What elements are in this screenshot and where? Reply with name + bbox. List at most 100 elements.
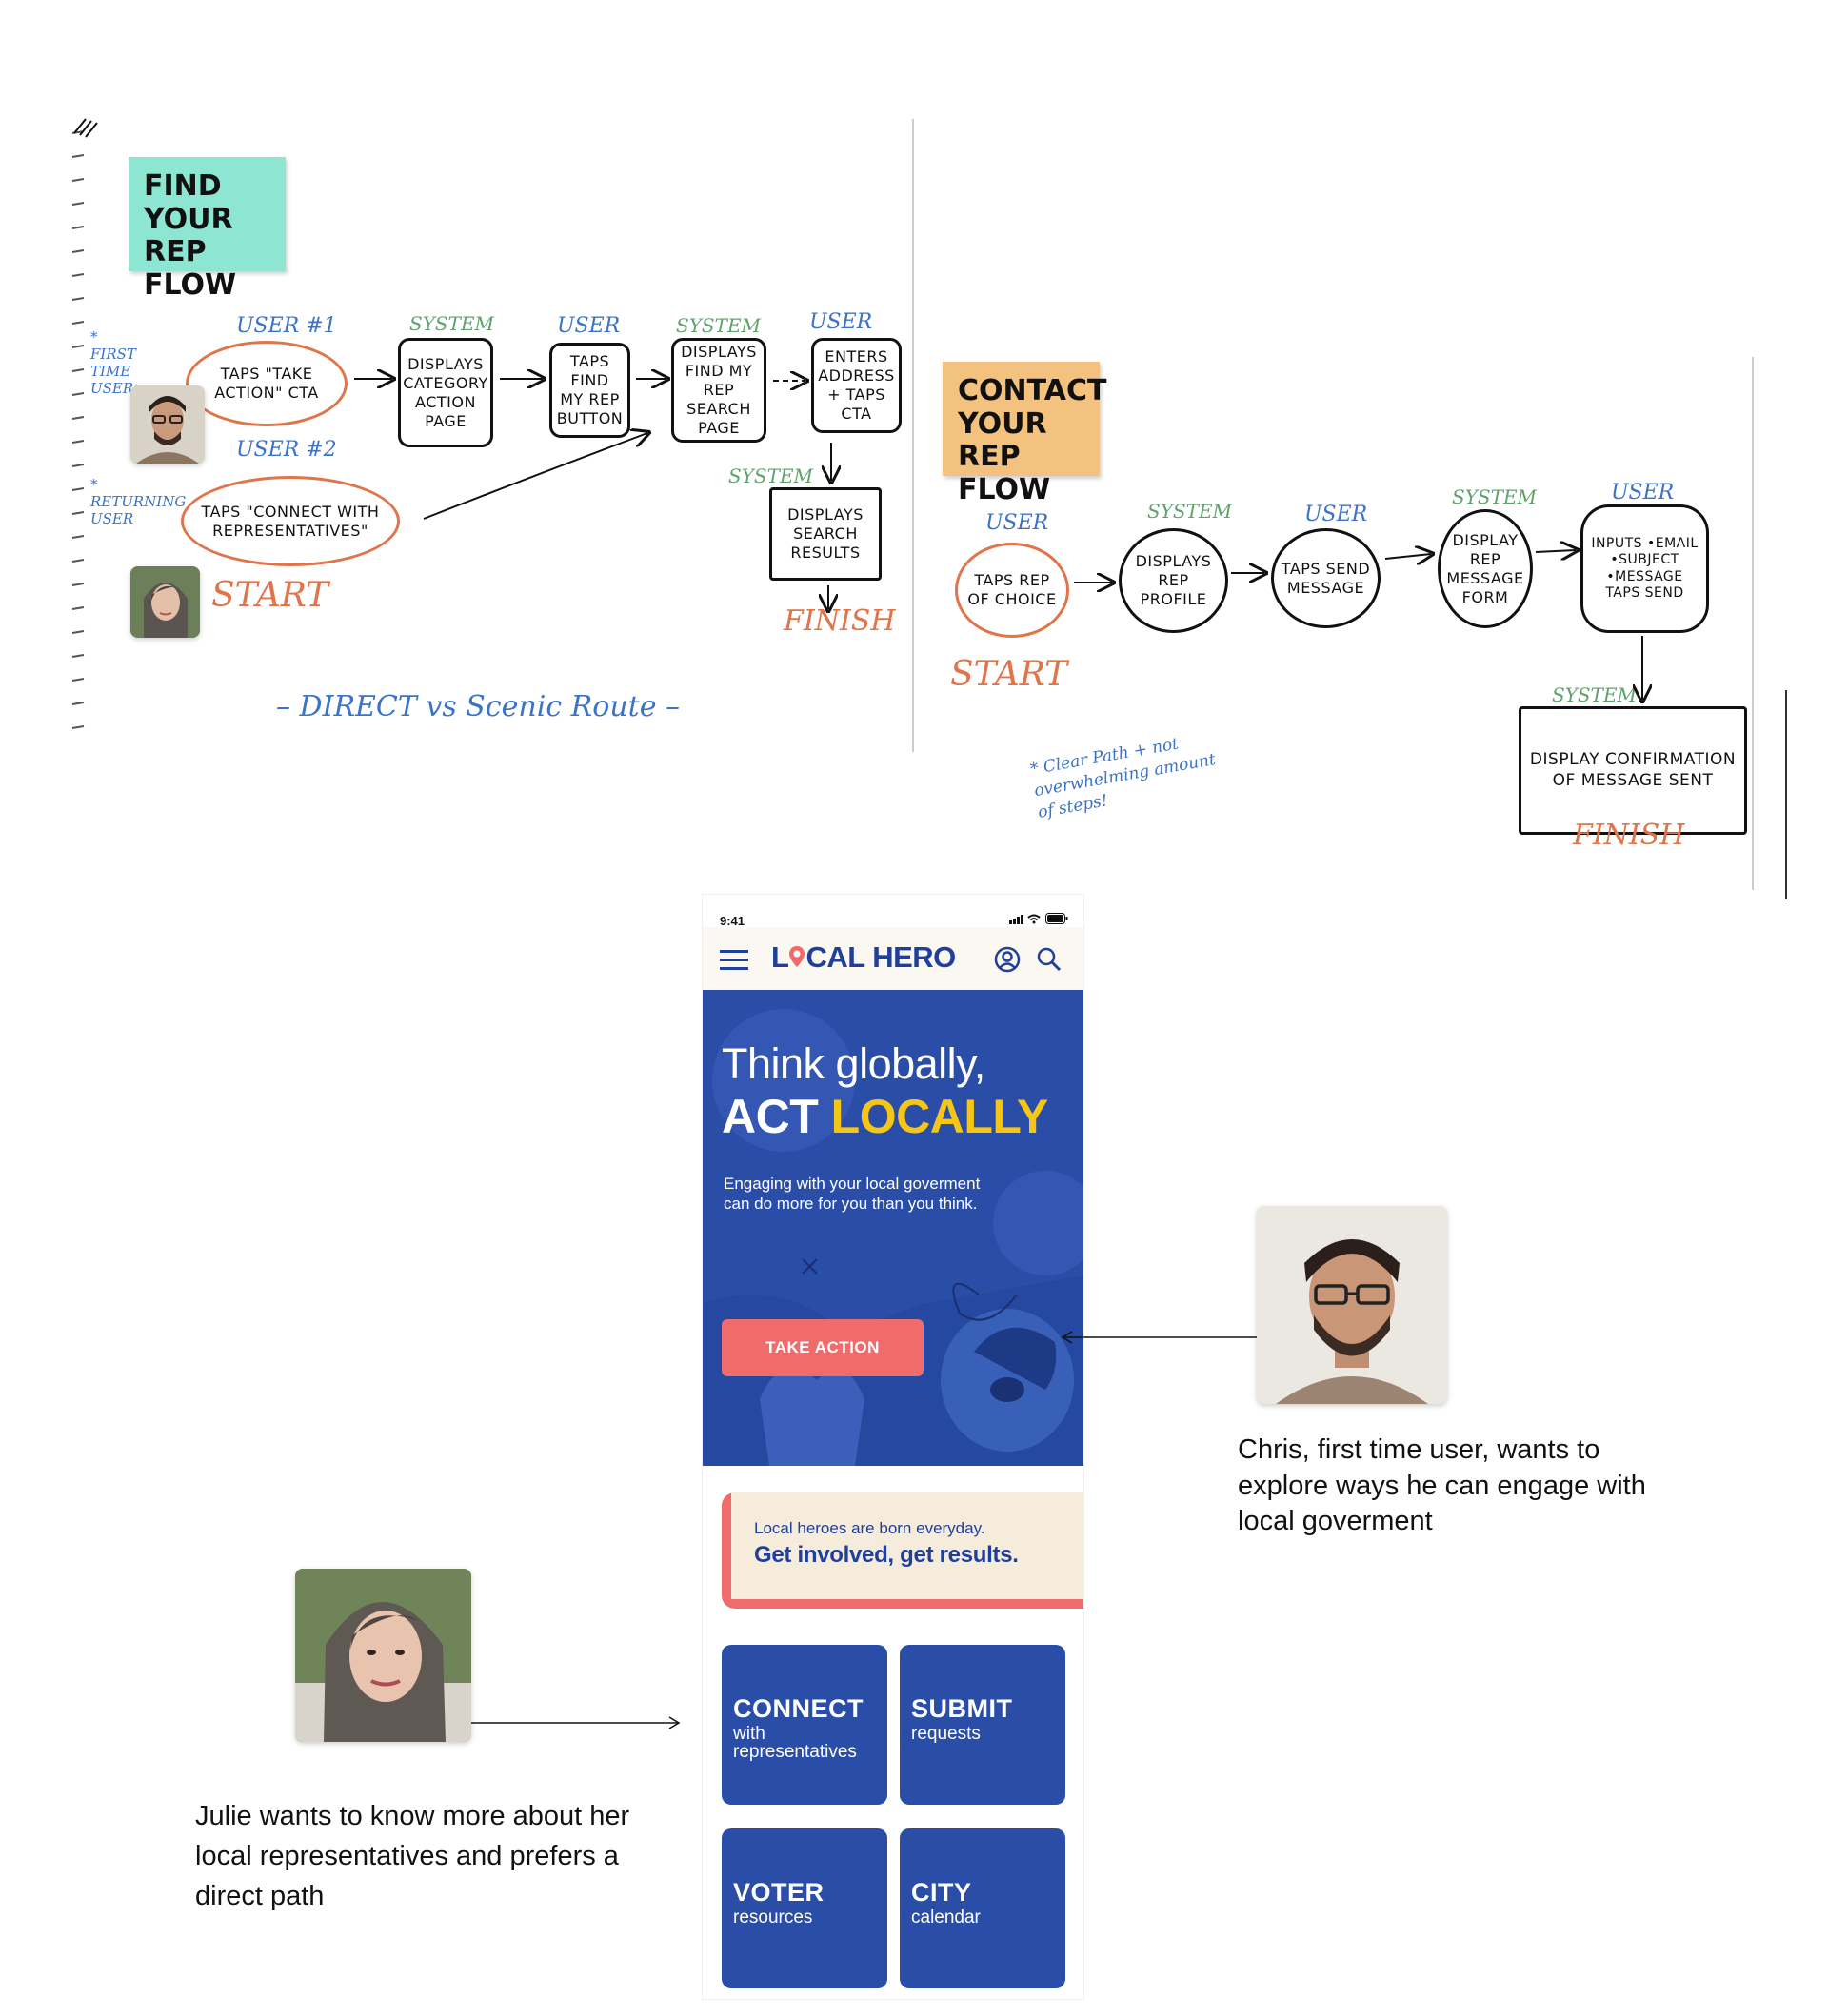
left-flow-arrows (73, 118, 914, 752)
tile-submit-sub: requests (911, 1724, 981, 1744)
node-send-message: TAPS SEND MESSAGE (1271, 528, 1381, 628)
promo-small-text: Local heroes are born everyday. (754, 1519, 985, 1537)
promo-bottom-bar (722, 1599, 1083, 1609)
node-take-action-text: TAPS "TAKE ACTION" CTA (214, 365, 319, 402)
left-finish-label: FINISH (784, 604, 896, 638)
sys2-label: SYSTEM (676, 314, 762, 337)
direct-vs-scenic-note: – DIRECT vs Scenic Route – (276, 690, 680, 723)
man-portrait-icon (1257, 1206, 1447, 1404)
r-sys2-label: SYSTEM (1452, 485, 1538, 508)
chris-photo (1257, 1206, 1447, 1404)
promo-card[interactable]: Local heroes are born everyday. Get invo… (722, 1492, 1083, 1609)
r-user2-label: USER (1304, 503, 1368, 526)
node-confirmation-text: DISPLAY CONFIRMATION OF MESSAGE SENT (1529, 750, 1737, 790)
node-inputs: INPUTS •EMAIL •SUBJECT •MESSAGE TAPS SEN… (1580, 504, 1709, 633)
user4-label: USER (809, 310, 873, 334)
promo-big-text: Get involved, get results. (754, 1542, 1019, 1568)
julie-pointer-arrow (471, 1716, 681, 1729)
sticky-note-contact-rep: CONTACT YOUR REP FLOW (943, 362, 1106, 505)
hero-body: Engaging with your local goverment can d… (724, 1175, 981, 1214)
node-rep-profile-text: DISPLAYS REP PROFILE (1135, 552, 1212, 608)
location-pin-icon (788, 941, 805, 967)
brand-logo[interactable]: L CAL HERO (771, 940, 956, 975)
user-icon[interactable] (994, 946, 1021, 973)
tile-voter-title: VOTER (733, 1878, 825, 1907)
chris-avatar-small (130, 385, 205, 464)
node-connect-reps-text: TAPS "CONNECT WITH REPRESENTATIVES" (201, 502, 380, 540)
hero-line1: Think globally, (722, 1039, 985, 1088)
node-inputs-text: INPUTS •EMAIL •SUBJECT •MESSAGE TAPS SEN… (1591, 535, 1699, 602)
julie-caption: Julie wants to know more about her local… (195, 1801, 630, 1912)
chris-pointer-arrow (1061, 1331, 1257, 1344)
app-header: L CAL HERO (703, 927, 1083, 990)
node-find-my-rep-text: TAPS FIND MY REP BUTTON (556, 352, 624, 427)
tile-voter-sub: resources (733, 1907, 813, 1927)
tile-connect[interactable]: CONNECT with representatives (722, 1645, 887, 1805)
node-take-action: TAPS "TAKE ACTION" CTA (186, 341, 348, 426)
brand-text: CAL HERO (805, 940, 956, 974)
take-action-button[interactable]: TAKE ACTION (722, 1319, 924, 1376)
node-enter-address: ENTERS ADDRESS + TAPS CTA (811, 338, 902, 433)
r-user3-label: USER (1611, 481, 1675, 504)
hero-locally: LOCALLY (830, 1090, 1049, 1143)
sys3-label: SYSTEM (728, 464, 814, 487)
sticky-title: FIND YOUR REP FLOW (144, 169, 237, 302)
node-find-my-rep: TAPS FIND MY REP BUTTON (549, 343, 630, 438)
julie-photo (295, 1569, 471, 1742)
search-icon[interactable] (1036, 946, 1063, 973)
right-sketch-page-edge (1752, 357, 1754, 890)
notebook-spiral (71, 130, 85, 729)
left-start-label: START (211, 576, 329, 615)
node-rep-of-choice: TAPS REP OF CHOICE (955, 543, 1069, 638)
tile-connect-sub: with representatives (733, 1724, 857, 1762)
user3-label: USER (557, 314, 621, 338)
phone-mockup: 9:41 L CAL HERO (703, 895, 1083, 1999)
node-search-page: DISPLAYS FIND MY REP SEARCH PAGE (671, 338, 766, 443)
status-time: 9:41 (720, 914, 745, 928)
right-start-label: START (950, 655, 1068, 694)
first-time-user-note: * FIRST TIME USER (90, 328, 136, 397)
right-sketch-page-edge2 (1785, 690, 1787, 899)
status-bar: 9:41 (703, 895, 1083, 928)
hero-act: ACT (722, 1090, 819, 1143)
r-sys1-label: SYSTEM (1147, 500, 1233, 523)
hero-line2: ACT LOCALLY (722, 1089, 1048, 1144)
node-category-page-text: DISPLAYS CATEGORY ACTION PAGE (403, 354, 488, 430)
node-message-form-text: DISPLAY REP MESSAGE FORM (1446, 530, 1524, 606)
node-connect-reps: TAPS "CONNECT WITH REPRESENTATIVES" (181, 476, 400, 566)
chris-caption: Chris, first time user, wants to explore… (1238, 1434, 1646, 1537)
node-search-page-text: DISPLAYS FIND MY REP SEARCH PAGE (681, 343, 757, 437)
r-user1-label: USER (985, 511, 1049, 535)
node-rep-of-choice-text: TAPS REP OF CHOICE (967, 571, 1057, 608)
node-confirmation: DISPLAY CONFIRMATION OF MESSAGE SENT (1519, 706, 1747, 835)
node-message-form: DISPLAY REP MESSAGE FORM (1438, 509, 1533, 628)
wifi-icon (1027, 914, 1041, 924)
menu-icon[interactable] (720, 948, 750, 971)
tile-submit-title: SUBMIT (911, 1694, 1013, 1723)
user2-label: USER #2 (236, 438, 337, 462)
promo-accent-bar (722, 1492, 731, 1609)
right-flow-arrows (1074, 0, 1828, 857)
take-action-label: TAKE ACTION (765, 1338, 880, 1356)
battery-icon (1045, 913, 1068, 924)
tile-connect-title: CONNECT (733, 1694, 864, 1723)
brand-letter-l: L (771, 940, 789, 974)
sys1-label: SYSTEM (409, 312, 495, 335)
tile-voter[interactable]: VOTER resources (722, 1828, 887, 1988)
right-finish-label: FINISH (1573, 819, 1685, 852)
tile-city[interactable]: CITY calendar (900, 1828, 1065, 1988)
node-category-page: DISPLAYS CATEGORY ACTION PAGE (398, 338, 493, 447)
node-rep-profile: DISPLAYS REP PROFILE (1119, 528, 1228, 633)
sticky-title-contact: CONTACT YOUR REP FLOW (958, 374, 1107, 506)
julie-avatar-small (130, 566, 200, 638)
user1-label: USER #1 (236, 314, 337, 338)
node-search-results: DISPLAYS SEARCH RESULTS (769, 487, 882, 581)
page-divider (912, 119, 914, 752)
tile-submit[interactable]: SUBMIT requests (900, 1645, 1065, 1805)
tile-city-sub: calendar (911, 1907, 981, 1927)
woman-portrait-icon (130, 566, 200, 638)
hero-banner: Think globally, ACT LOCALLY Engaging wit… (703, 990, 1083, 1466)
man-portrait-icon (130, 385, 205, 464)
tile-city-title: CITY (911, 1878, 972, 1907)
signal-icon (1009, 915, 1023, 924)
